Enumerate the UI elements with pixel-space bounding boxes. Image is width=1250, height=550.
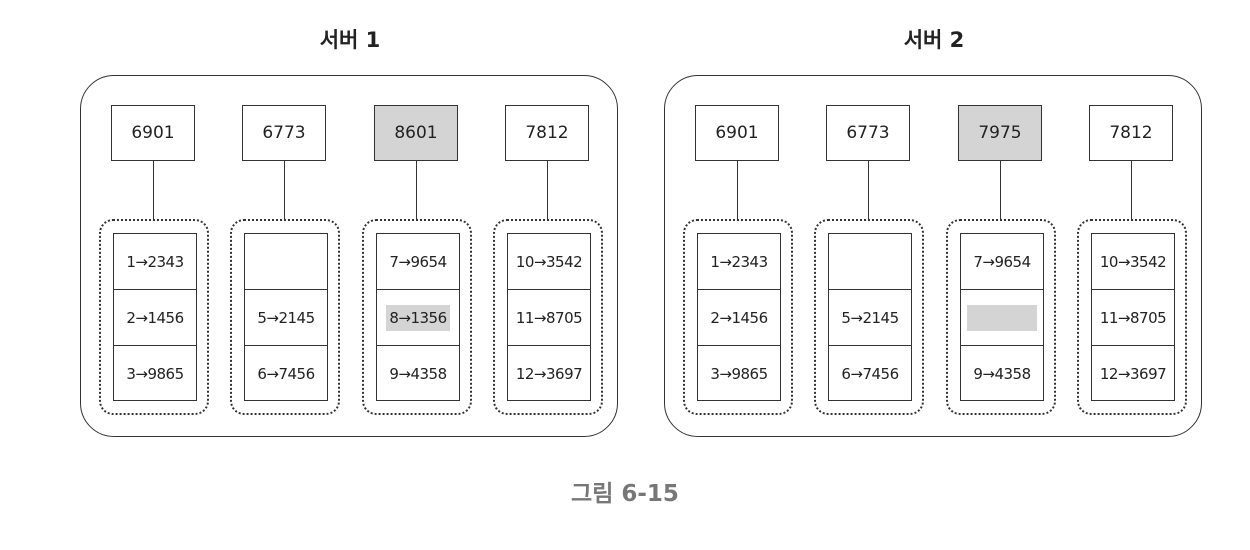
hash-box: 6773 xyxy=(826,105,910,161)
server-1-title: 서버 1 xyxy=(319,28,381,52)
bucket-group: 5→2145 6→7456 xyxy=(814,219,924,415)
hash-box: 6773 xyxy=(242,105,326,161)
figure-caption: 그림 6-15 xyxy=(571,481,679,507)
bucket-entry: 11→8705 xyxy=(508,290,590,346)
bucket-entry: 10→3542 xyxy=(1092,234,1174,290)
bucket-entry: 10→3542 xyxy=(508,234,590,290)
bucket-entry: 12→3697 xyxy=(1099,365,1167,383)
bucket-entry xyxy=(245,234,327,290)
bucket-entry: 2→1456 xyxy=(114,290,196,346)
bucket-entry: 2→1456 xyxy=(698,290,780,346)
bucket-entry: 1→2343 xyxy=(698,234,780,290)
connector-line xyxy=(284,161,285,219)
server-2-title: 서버 2 xyxy=(903,28,965,52)
bucket-entry: 3→9865 xyxy=(126,365,184,383)
bucket-entry: 9→4358 xyxy=(389,365,447,383)
removed-entry-highlight xyxy=(967,304,1037,331)
bucket-box: 7→9654 8→1356 9→4358 xyxy=(376,233,460,401)
hash-box: 7812 xyxy=(1089,105,1173,161)
highlighted-entry-text: 8→1356 xyxy=(386,304,450,331)
bucket-group: 7→9654 9→4358 xyxy=(946,219,1056,415)
bucket-entry: 3→9865 xyxy=(710,365,768,383)
bucket-group: 7→9654 8→1356 9→4358 xyxy=(362,219,472,415)
hash-box: 6901 xyxy=(695,105,779,161)
connector-line xyxy=(1131,161,1132,219)
bucket-entry: 5→2145 xyxy=(245,290,327,346)
bucket-entry: 8→1356 xyxy=(377,290,459,346)
bucket-box: 7→9654 9→4358 xyxy=(960,233,1044,401)
bucket-entry: 6→7456 xyxy=(257,365,315,383)
bucket-entry: 12→3697 xyxy=(515,365,583,383)
hash-box: 6901 xyxy=(111,105,195,161)
connector-line xyxy=(737,161,738,219)
bucket-box: 5→2145 6→7456 xyxy=(828,233,912,401)
hash-box: 7975 xyxy=(958,105,1042,161)
bucket-entry: 6→7456 xyxy=(841,365,899,383)
bucket-entry xyxy=(961,290,1043,346)
bucket-entry: 1→2343 xyxy=(114,234,196,290)
bucket-group: 5→2145 6→7456 xyxy=(230,219,340,415)
bucket-entry: 7→9654 xyxy=(377,234,459,290)
bucket-entry: 11→8705 xyxy=(1092,290,1174,346)
bucket-entry xyxy=(829,234,911,290)
hash-box: 8601 xyxy=(374,105,458,161)
bucket-entry: 9→4358 xyxy=(973,365,1031,383)
connector-line xyxy=(153,161,154,219)
hash-box: 7812 xyxy=(505,105,589,161)
bucket-box: 5→2145 6→7456 xyxy=(244,233,328,401)
connector-line xyxy=(868,161,869,219)
connector-line xyxy=(1000,161,1001,219)
bucket-entry: 5→2145 xyxy=(829,290,911,346)
connector-line xyxy=(547,161,548,219)
bucket-entry: 7→9654 xyxy=(961,234,1043,290)
connector-line xyxy=(416,161,417,219)
